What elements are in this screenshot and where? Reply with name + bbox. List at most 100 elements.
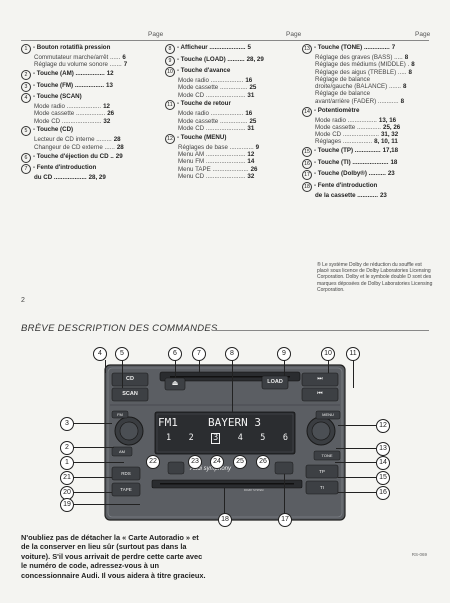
entry-page-ref: 13	[106, 81, 113, 89]
entry-heading: 2- Touche (AM) .................12	[21, 70, 163, 81]
entry-sub-line: Menu AM .......................12	[165, 151, 301, 158]
callout-19: 19	[60, 498, 74, 512]
preset-eject-button	[167, 461, 185, 475]
entry-number-badge: 2	[21, 70, 31, 81]
tape-button[interactable]: TAPE	[120, 487, 132, 492]
entry-number-badge: 5	[21, 126, 31, 137]
entry-number-badge: 10	[165, 67, 175, 77]
sub-line-text: Mode CD .....................	[315, 131, 379, 139]
entry-title: - Afficheur .....................	[177, 44, 246, 51]
sub-line-page-ref: 12	[103, 103, 110, 111]
callout-7: 7	[192, 347, 206, 361]
entry-page-ref: 29	[115, 152, 123, 160]
entry-number-badge: 15	[302, 147, 312, 158]
tp-button[interactable]: TP	[319, 469, 325, 474]
entry-title: - Fente d'introduction	[33, 164, 97, 172]
callout-4: 4	[93, 347, 107, 361]
page-column-header-3: Page	[415, 31, 431, 38]
page-column-header-1: Page	[148, 31, 164, 38]
entry-sub-line: Mode radio ....................12	[21, 103, 163, 110]
sub-line-text: Réglage du volume sonore .......	[34, 61, 122, 69]
am-button[interactable]: AM	[119, 449, 125, 454]
tp-button	[305, 464, 339, 479]
sub-line-page-ref: 28	[113, 136, 121, 144]
next-button	[301, 372, 339, 387]
cd-button[interactable]: CD	[126, 376, 134, 382]
sub-line-text: Réglages .................	[315, 138, 373, 146]
sub-line-page-ref: 8, 10, 11	[374, 138, 398, 146]
load-button	[261, 375, 289, 390]
entry-title: - Touche (FM) .................	[33, 81, 105, 89]
fm-button[interactable]: FM	[117, 412, 123, 417]
sub-line-page-ref: 23	[379, 191, 387, 199]
sub-line-page-ref: 31	[247, 124, 255, 132]
entry-sub-line: Réglage de balance	[302, 90, 436, 97]
entry-sub-line: Réglage des aigus (TREBLE) .....8	[302, 69, 436, 76]
sub-line-text: Mode radio ...................	[178, 77, 244, 84]
next-icon[interactable]: ⏭	[317, 376, 323, 382]
sub-line-text: avant/arrière (FADER) ............	[315, 97, 399, 105]
callout-25: 25	[233, 455, 247, 469]
entry-title: - Touche (TI) .....................	[314, 158, 389, 166]
sub-line-page-ref: 26	[250, 165, 258, 173]
prev-icon[interactable]: ⏮	[317, 391, 323, 397]
entry-title: - Fente d'introduction	[314, 181, 378, 189]
callout-23: 23	[188, 455, 202, 469]
display-preset-1: 1	[166, 433, 172, 443]
tone-button	[313, 450, 341, 461]
sub-line-page-ref: 25	[249, 84, 257, 92]
sub-line-page-ref: 32	[247, 172, 255, 180]
dolby-trademark-note: ® Le système Dolby de réduction du souff…	[317, 262, 433, 293]
sub-line-text: Mode CD .......................	[178, 91, 246, 99]
tone-button[interactable]: TONE	[321, 453, 333, 458]
callout-18: 18	[218, 513, 232, 527]
entry-title: - Touche de retour	[177, 100, 231, 108]
page-column-header-2: Page	[286, 31, 302, 38]
entry-number-badge: 16	[302, 158, 312, 169]
entry-sub-line: droite/gauche (BALANCE) .......8	[302, 83, 436, 90]
entry-heading: 18- Fente d'introduction	[302, 181, 436, 192]
entry-sub-line: Mode cassette ................25	[165, 84, 301, 91]
entry-heading: 15- Touche (TP) ...............17,18	[302, 147, 436, 158]
sub-line-text: Mode radio ...................	[178, 110, 244, 118]
eject-icon[interactable]: ⏏	[171, 380, 179, 387]
entry-number-badge: 14	[302, 106, 312, 117]
ti-button[interactable]: TI	[320, 485, 324, 490]
radio-illustration	[104, 364, 346, 521]
index-entry-15: 15- Touche (TP) ...............17,18	[302, 147, 436, 158]
entry-number-badge: 7	[21, 164, 31, 175]
load-button[interactable]: LOAD	[267, 379, 283, 385]
sub-line-page-ref: 16	[245, 77, 253, 84]
entry-sub-line: Commutateur marche/arrêt ......6	[21, 54, 163, 61]
scan-button[interactable]: SCAN	[122, 391, 138, 397]
display-preset-5: 5	[260, 433, 266, 443]
sub-line-text: Commutateur marche/arrêt ......	[34, 54, 121, 61]
entry-sub-line: Menu CD .......................32	[165, 173, 301, 180]
entry-heading: 8- Afficheur .....................5	[165, 44, 301, 54]
callout-14: 14	[376, 456, 390, 470]
callout-22: 22	[146, 455, 160, 469]
entry-sub-line: Mode radio ...................16	[165, 77, 301, 84]
entry-sub-line: Changeur de CD externe ......28	[21, 144, 163, 151]
index-entry-2: 2- Touche (AM) .................12	[21, 70, 163, 81]
scan-button	[111, 387, 149, 402]
display-preset-2: 2	[188, 433, 194, 443]
display-presets: 1 2 3 4 5 6	[166, 433, 288, 444]
entry-sub-line: Réglage des graves (BASS) .....8	[302, 54, 436, 61]
rds-button[interactable]: RDS	[121, 471, 131, 476]
sub-line-text: Mode cassette ................	[178, 117, 248, 125]
menu-button[interactable]: MENU	[322, 412, 334, 417]
sub-line-page-ref: 25	[249, 117, 257, 125]
sub-line-text: droite/gauche (BALANCE) .......	[315, 83, 401, 91]
sub-line-page-ref: 28	[116, 143, 124, 151]
sub-line-page-ref: 25, 26	[383, 123, 401, 131]
entry-page-ref: 23	[387, 170, 395, 178]
